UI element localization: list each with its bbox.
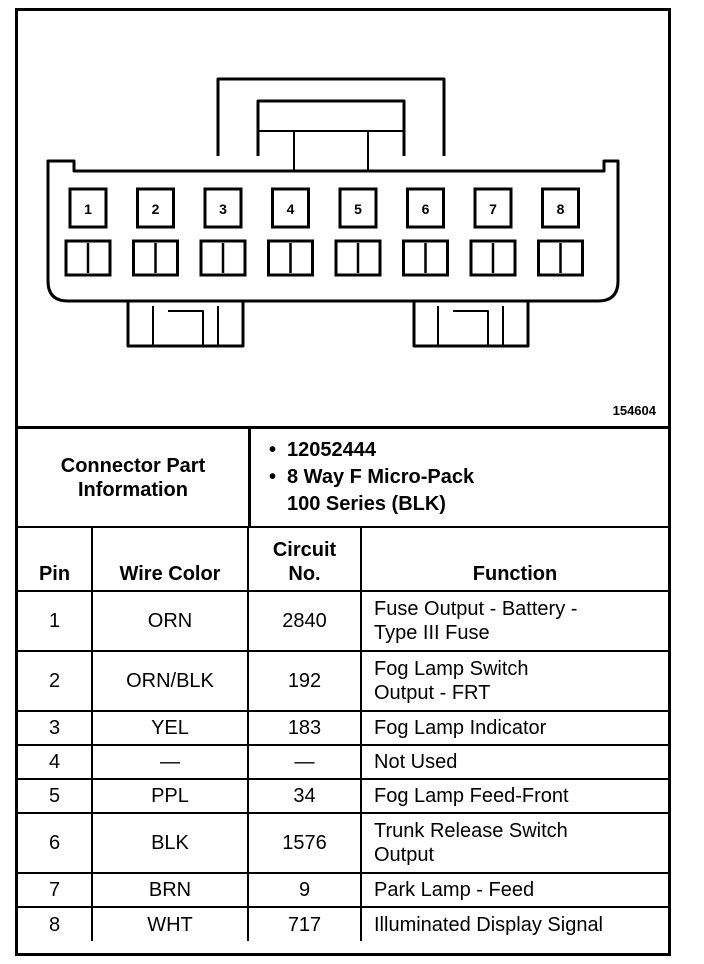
connector-info-label: Connector Part Information <box>18 429 251 526</box>
cell-circuit: 717 <box>247 906 362 941</box>
connector-body <box>46 159 620 303</box>
pin-number-label: 6 <box>422 201 430 217</box>
header-function: Function <box>360 526 668 592</box>
pin-number-label: 2 <box>152 201 160 217</box>
connector-pin: 7 <box>469 187 517 277</box>
cell-function: Fog Lamp Feed-Front <box>360 778 668 814</box>
connector-pin: 6 <box>402 187 449 277</box>
figure-id: 154604 <box>612 403 656 418</box>
header-pin: Pin <box>18 526 93 592</box>
cell-pin: 3 <box>18 710 93 746</box>
connector-lug-right <box>412 301 530 348</box>
header-wire-color: Wire Color <box>91 526 249 592</box>
pin-number-label: 5 <box>354 201 362 217</box>
pin-number-label: 4 <box>287 201 295 217</box>
cell-function: Illuminated Display Signal <box>360 906 668 941</box>
cell-function: Fuse Output - Battery - Type III Fuse <box>360 590 668 652</box>
pin-number-label: 7 <box>489 201 497 217</box>
cell-pin: 5 <box>18 778 93 814</box>
cell-circuit: 192 <box>247 650 362 712</box>
cell-wire-color: WHT <box>91 906 249 941</box>
cell-pin: 6 <box>18 812 93 874</box>
cell-circuit: 183 <box>247 710 362 746</box>
connector-pin: 5 <box>334 187 382 277</box>
connector-pin: 1 <box>64 187 112 277</box>
connector-pin: 8 <box>537 187 584 277</box>
pin-number-label: 1 <box>84 201 92 217</box>
pin-number-label: 8 <box>557 201 565 217</box>
cell-wire-color: — <box>91 744 249 780</box>
cell-pin: 2 <box>18 650 93 712</box>
cell-wire-color: PPL <box>91 778 249 814</box>
cell-function: Park Lamp - Feed <box>360 872 668 908</box>
connector-latch <box>216 77 446 156</box>
connector-pin: 3 <box>199 187 247 277</box>
cell-wire-color: ORN <box>91 590 249 652</box>
cell-pin: 1 <box>18 590 93 652</box>
cell-wire-color: BRN <box>91 872 249 908</box>
table-header-row: Pin Wire Color Circuit No. Function <box>18 526 668 592</box>
cell-pin: 8 <box>18 906 93 941</box>
connector-pin: 2 <box>132 187 179 277</box>
cell-pin: 7 <box>18 872 93 908</box>
connector-pin: 4 <box>267 187 314 277</box>
cell-circuit: 1576 <box>247 812 362 874</box>
pin-number-label: 3 <box>219 201 227 217</box>
cell-function: Fog Lamp Switch Output - FRT <box>360 650 668 712</box>
cell-function: Not Used <box>360 744 668 780</box>
cell-wire-color: YEL <box>91 710 249 746</box>
connector-type: 8 Way F Micro-Pack 100 Series (BLK) <box>269 464 668 518</box>
cell-function: Fog Lamp Indicator <box>360 710 668 746</box>
connector-info-list: 12052444 8 Way F Micro-Pack 100 Series (… <box>251 429 668 526</box>
connector-lug-left <box>126 301 245 348</box>
cell-function: Trunk Release Switch Output <box>360 812 668 874</box>
connector-info: Connector Part Information 12052444 8 Wa… <box>18 426 668 526</box>
cell-circuit: 9 <box>247 872 362 908</box>
cell-pin: 4 <box>18 744 93 780</box>
cell-wire-color: BLK <box>91 812 249 874</box>
cell-circuit: 34 <box>247 778 362 814</box>
cell-circuit: 2840 <box>247 590 362 652</box>
cell-circuit: — <box>247 744 362 780</box>
part-number: 12052444 <box>269 437 668 464</box>
header-circuit: Circuit No. <box>247 526 362 592</box>
cell-wire-color: ORN/BLK <box>91 650 249 712</box>
table-row: 4——Not Used <box>18 744 668 780</box>
connector-diagram: 1 2 3 4 5 6 7 8 <box>46 77 620 348</box>
